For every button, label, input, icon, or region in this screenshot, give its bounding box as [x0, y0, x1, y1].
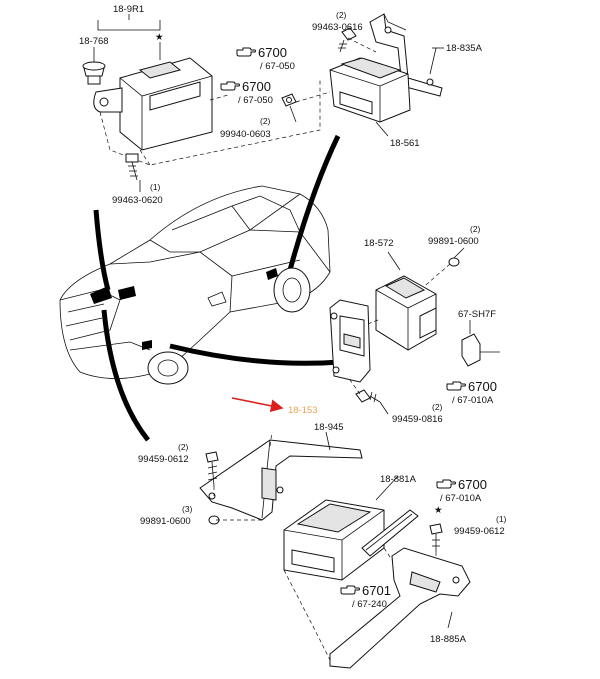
bracket-18-945 — [199, 439, 363, 521]
label-18-9r1: 18-9R1 — [113, 4, 144, 15]
nut-99940-0603 — [281, 93, 297, 107]
qty-99463-0620: (1) — [150, 182, 161, 192]
bracket-18-885a — [329, 547, 471, 669]
unit-18-561-group — [281, 13, 444, 137]
star-icon: ★ — [434, 505, 443, 516]
label-99459-0612-a: 99459-0612 — [138, 454, 189, 465]
connector-67-sh7f — [461, 333, 500, 367]
pointing-hand-icon — [236, 47, 256, 57]
label-18-835a: 18-835A — [446, 43, 483, 54]
bolt-99459-0816 — [355, 389, 381, 403]
control-module-18-9r1 — [93, 57, 213, 151]
label-99459-0816: 99459-0816 — [392, 414, 443, 425]
qty-99891-0600-a: (2) — [470, 224, 481, 234]
label-99463-0616: 99463-0616 — [312, 22, 363, 33]
pointing-hand-icon — [446, 381, 466, 391]
bolt-99459-0612-left — [205, 451, 219, 487]
label-67-sh7f: 67-SH7F — [458, 309, 496, 320]
ref-67-050-b: / 67-050 — [238, 95, 273, 106]
qty-99459-0612-a: (2) — [178, 442, 189, 452]
qty-99459-0612-b: (1) — [496, 514, 507, 524]
label-99891-0600-a: 99891-0600 — [428, 236, 479, 247]
unit-18-572-group — [329, 247, 500, 415]
labels: 18-9R1 18-768 ★ (2) 99463-0616 18-835A 6… — [79, 4, 507, 645]
callout-arrow — [231, 397, 284, 413]
bolt-99463-0620 — [125, 153, 139, 181]
ref-6700-b: 6700 — [242, 79, 271, 94]
ref-6700-c: 6700 — [468, 379, 497, 394]
vehicle-outline — [59, 185, 331, 385]
label-99459-0612-b: 99459-0612 — [454, 526, 505, 537]
pointing-hand-icon — [436, 479, 456, 489]
connector-strip — [361, 509, 419, 557]
ref-67-010a-d: / 67-010A — [440, 493, 482, 504]
ecu-18-881a — [283, 499, 385, 581]
qty-99940-0603: (2) — [260, 116, 271, 126]
label-99463-0620: 99463-0620 — [112, 195, 163, 206]
label-99940-0603: 99940-0603 — [220, 129, 271, 140]
label-18-768: 18-768 — [79, 36, 109, 47]
bracket-18-835a — [369, 13, 443, 97]
pointing-hand-icon — [220, 81, 240, 91]
qty-99463-0616: (2) — [336, 10, 347, 20]
ref-6700-a: 6700 — [258, 45, 287, 60]
label-18-561: 18-561 — [390, 138, 420, 149]
star-icon: ★ — [155, 32, 164, 43]
unit-18-561 — [329, 57, 411, 123]
label-99891-0600-b: 99891-0600 — [140, 516, 191, 527]
bolt-99459-0612-right — [429, 523, 443, 552]
unit-18-572 — [375, 275, 437, 351]
pointing-hand-icon — [340, 585, 360, 595]
mounting-clip-18-768 — [82, 61, 106, 85]
label-18-153: 18-153 — [288, 405, 318, 416]
ref-6701: 6701 — [362, 583, 391, 598]
bolt-99463-0616 — [338, 27, 357, 53]
label-18-885a: 18-885A — [430, 634, 467, 645]
ref-6700-d: 6700 — [458, 477, 487, 492]
qty-99891-0600-b: (3) — [182, 504, 193, 514]
label-18-572: 18-572 — [364, 238, 394, 249]
ref-67-010a-c: / 67-010A — [452, 395, 494, 406]
lower-assembly-group — [199, 431, 471, 669]
ref-67-050-a: / 67-050 — [260, 61, 295, 72]
qty-99459-0816: (2) — [432, 402, 443, 412]
module-18-9r1-group — [82, 14, 321, 192]
bracket-18-153 — [329, 299, 371, 383]
label-18-881a: 18-881A — [380, 474, 417, 485]
leader-curves — [93, 134, 341, 442]
washer-99891-0600 — [448, 257, 460, 267]
label-18-945: 18-945 — [314, 422, 344, 433]
ref-67-240: / 67-240 — [352, 599, 387, 610]
